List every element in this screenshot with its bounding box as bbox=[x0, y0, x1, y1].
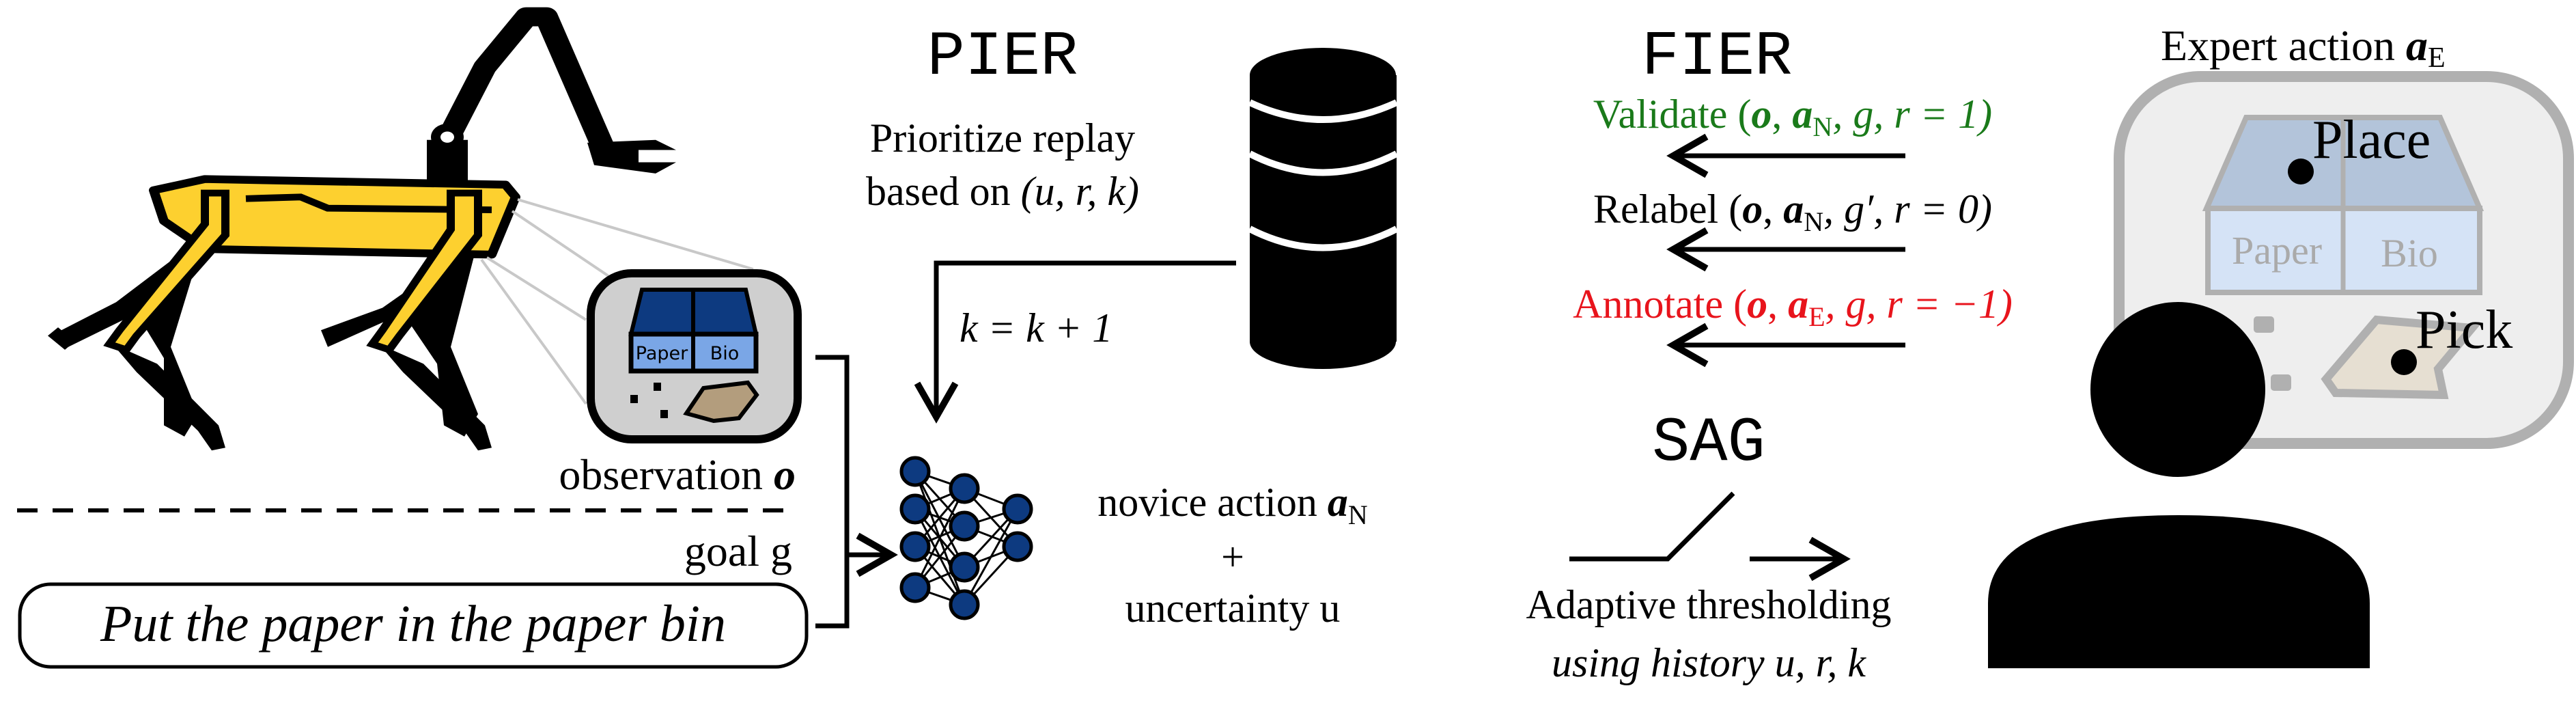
annotate-feedback: Annotate (o, aE, g, r = −1) bbox=[1573, 282, 2013, 332]
fier-title: FIER bbox=[1642, 21, 1793, 93]
expert-action-title: Expert action aE bbox=[2161, 21, 2446, 74]
nn-node bbox=[949, 551, 980, 583]
uncertainty-label: uncertainty u bbox=[1125, 586, 1341, 631]
sag-description-line1: Adaptive thresholding bbox=[1526, 582, 1892, 627]
sag-title: SAG bbox=[1652, 407, 1765, 479]
novice-action-label: novice action aN bbox=[1097, 480, 1367, 530]
expert-bin-paper-label: Paper bbox=[2232, 228, 2322, 273]
nn-node bbox=[1002, 493, 1033, 525]
goal-label: goal g bbox=[684, 527, 792, 575]
switch-icon bbox=[1569, 491, 1735, 562]
input-bracket bbox=[815, 355, 891, 629]
pick-label: Pick bbox=[2416, 300, 2512, 360]
replay-arrow bbox=[914, 260, 1236, 424]
nn-connection bbox=[914, 471, 966, 568]
human-expert-icon bbox=[1988, 302, 2370, 668]
database-icon bbox=[1248, 48, 1399, 369]
nn-node bbox=[899, 572, 931, 603]
counter-update: k = k + 1 bbox=[960, 305, 1112, 351]
nn-node bbox=[899, 456, 931, 487]
neural-network-icon bbox=[899, 456, 1033, 620]
robot-illustration bbox=[48, 7, 676, 451]
nn-node bbox=[899, 531, 931, 562]
pier-description-line2: based on (u, r, k) bbox=[866, 169, 1139, 214]
goal-instruction-box bbox=[18, 582, 809, 669]
nn-node bbox=[949, 589, 980, 620]
observation-bin-bio-label: Bio bbox=[710, 343, 740, 364]
pier-description-line1: Prioritize replay bbox=[870, 115, 1135, 161]
nn-node bbox=[949, 473, 980, 504]
nn-node bbox=[899, 493, 931, 525]
pick-point bbox=[2391, 349, 2417, 375]
nn-connection bbox=[914, 488, 966, 588]
nn-node bbox=[1002, 531, 1033, 562]
pier-title: PIER bbox=[927, 21, 1078, 93]
place-label: Place bbox=[2312, 110, 2431, 170]
expert-bin-bio-label: Bio bbox=[2381, 231, 2438, 275]
observation-bin-paper-label: Paper bbox=[636, 343, 688, 364]
plus-sign: + bbox=[1221, 534, 1244, 579]
sag-description-line2: using history u, r, k bbox=[1552, 640, 1866, 685]
nn-connection bbox=[963, 508, 1019, 605]
observation-label: observation o bbox=[559, 450, 796, 499]
relabel-feedback: Relabel (o, aN, g′, r = 0) bbox=[1593, 187, 1992, 237]
observation-image: Paper Bio bbox=[587, 269, 802, 443]
nn-node bbox=[949, 510, 980, 542]
view-lines bbox=[480, 198, 754, 405]
validate-feedback: Validate (o, aN, g, r = 1) bbox=[1593, 92, 1992, 142]
place-point bbox=[2288, 159, 2314, 184]
goal-instruction-text: Put the paper in the paper bin bbox=[100, 595, 726, 653]
